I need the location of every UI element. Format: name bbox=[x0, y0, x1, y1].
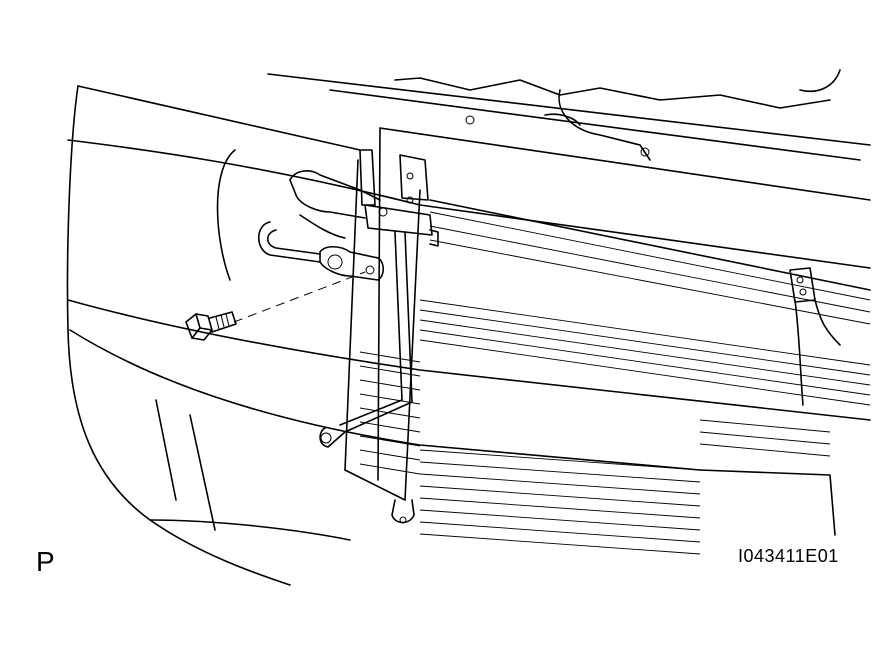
radiator-support bbox=[267, 69, 871, 201]
figure-code-label: I043411E01 bbox=[738, 546, 839, 566]
view-letter-label: P bbox=[36, 546, 55, 577]
front-bumper-outline bbox=[66, 85, 871, 586]
condenser-fins bbox=[359, 211, 871, 555]
condenser-icon bbox=[344, 127, 871, 555]
installation-guide-line bbox=[233, 271, 366, 323]
hose-clamp bbox=[789, 267, 841, 406]
bolt-icon bbox=[185, 311, 237, 341]
bracket-icon bbox=[257, 214, 385, 281]
pipe-icon bbox=[289, 149, 439, 448]
